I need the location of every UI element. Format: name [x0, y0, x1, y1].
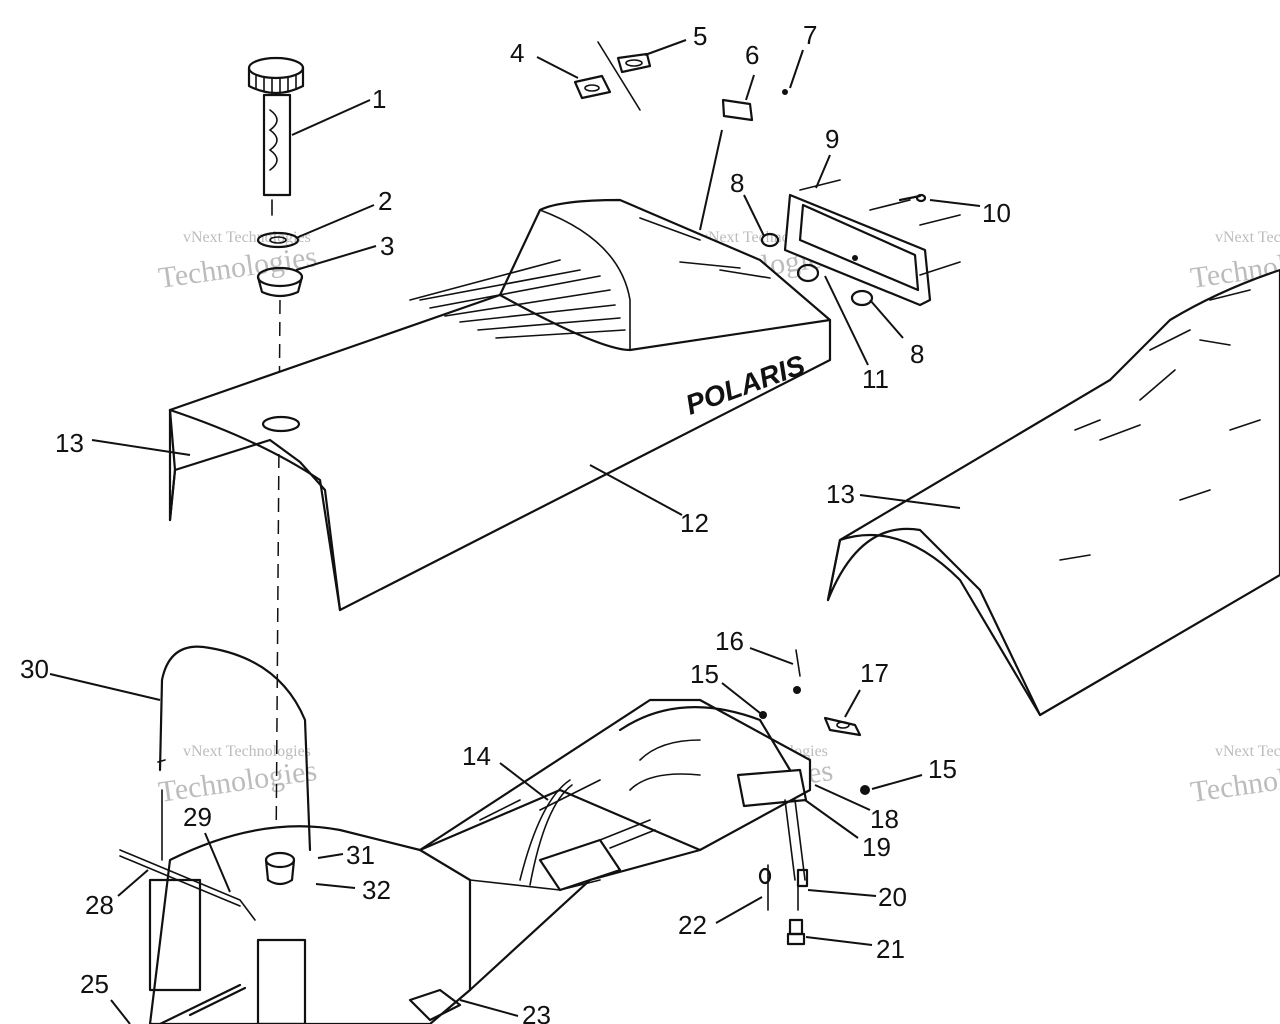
callout-label: 22	[678, 910, 707, 940]
fuel-cap-assembly	[247, 56, 305, 216]
callout-label: 14	[462, 741, 491, 771]
fuel-tank-assembly	[119, 698, 812, 1024]
callout-label: 9	[825, 124, 839, 154]
callout-label: 30	[20, 654, 49, 684]
callout-label: 17	[860, 658, 889, 688]
hardware-right	[758, 649, 870, 946]
watermark-text: Technologies	[1188, 754, 1280, 809]
callout-label: 5	[693, 21, 707, 51]
watermark-text: vNext Technologies	[1215, 229, 1280, 246]
callout-label: 29	[183, 802, 212, 832]
callout-label: 8	[730, 168, 744, 198]
callout-label: 6	[745, 40, 759, 70]
watermark-text: vNext Technologies	[1215, 743, 1280, 760]
callout-label: 1	[372, 84, 386, 114]
callout-label: 13	[55, 428, 84, 458]
watermark-text: Technologies	[156, 240, 319, 295]
small-parts-top	[573, 41, 788, 122]
callout-label: 19	[862, 832, 891, 862]
callout-label: 12	[680, 508, 709, 538]
callout-label: 13	[826, 479, 855, 509]
callout-label: 18	[870, 804, 899, 834]
callout-label: 10	[982, 198, 1011, 228]
callout-label: 31	[346, 840, 375, 870]
leader-lines	[49, 39, 981, 1024]
callout-label: 28	[85, 890, 114, 920]
callout-label: 15	[690, 659, 719, 689]
grommet-parts	[256, 231, 304, 298]
callout-label: 7	[803, 20, 817, 50]
callout-label: 23	[522, 1000, 551, 1024]
callout-label: 32	[362, 875, 391, 905]
seat-assembly: POLARIS	[168, 198, 832, 612]
callout-labels: 1 2 3 4 5 6 7 8 9 10 8 11 12 13 13 14 15…	[20, 20, 1011, 1024]
vent-hose	[158, 645, 312, 852]
callout-label: 25	[80, 969, 109, 999]
callout-label: 20	[878, 882, 907, 912]
callout-label: 3	[380, 231, 394, 261]
callout-label: 21	[876, 934, 905, 964]
callout-label: 8	[910, 339, 924, 369]
watermark-text: vNext Technologies	[183, 743, 311, 760]
callout-label: 4	[510, 38, 524, 68]
watermark-text: Technologies	[156, 754, 319, 809]
callout-label: 16	[715, 626, 744, 656]
callout-label: 11	[862, 364, 889, 394]
callout-label: 15	[928, 754, 957, 784]
taillight-bracket	[760, 179, 961, 307]
callout-label: 2	[378, 186, 392, 216]
seat-cover-right	[826, 268, 1280, 717]
